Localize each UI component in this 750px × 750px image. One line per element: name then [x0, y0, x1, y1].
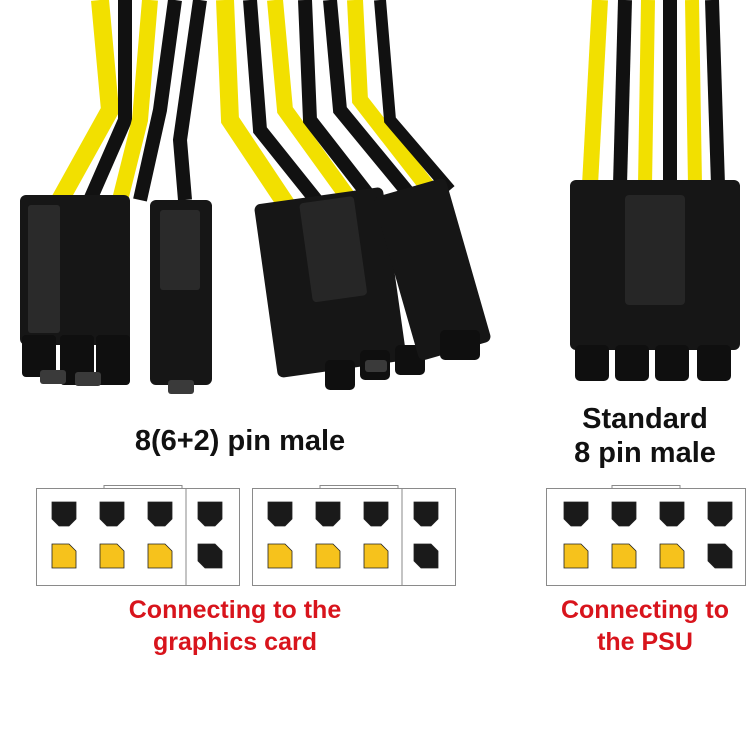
pin-black [363, 501, 389, 527]
pin-black [707, 501, 733, 527]
pin-black [413, 543, 439, 569]
wire [347, 0, 437, 195]
pin-black [611, 501, 637, 527]
pin-yellow [563, 543, 589, 569]
cable-connectors-photo [20, 0, 740, 394]
left-cable-bundle [52, 0, 455, 215]
wire [582, 0, 608, 186]
latch-tab [319, 485, 399, 489]
left-caption: Connecting to the graphics card [90, 594, 380, 658]
wire [705, 0, 725, 186]
wire [323, 0, 416, 200]
wire [638, 0, 655, 186]
middle-connector-2pin [374, 178, 491, 360]
wire [52, 0, 120, 205]
pin-black [413, 501, 439, 527]
right-title-line-1: Standard [582, 403, 708, 435]
wire [243, 0, 326, 210]
wire [267, 0, 357, 205]
wire [133, 0, 182, 202]
right-caption-line-1: Connecting to [560, 596, 730, 624]
pin-black [315, 501, 341, 527]
left-connector-2pin [150, 200, 212, 394]
pin-black [707, 543, 733, 569]
pin-black [197, 543, 223, 569]
latch-tab [611, 485, 681, 489]
pin-black [99, 501, 125, 527]
pin-yellow [147, 543, 173, 569]
pin-yellow [51, 543, 77, 569]
left-caption-line-1: Connecting to the [128, 596, 342, 624]
latch-tab [103, 485, 183, 489]
pin-yellow [267, 543, 293, 569]
wire [216, 0, 298, 215]
right-caption-line-2: the PSU [597, 628, 693, 656]
six-plus-two-pinout-diagram-2 [252, 485, 456, 586]
six-plus-two-pinout-diagram-1 [36, 485, 240, 586]
wire [298, 0, 386, 215]
left-caption-line-2: graphics card [153, 628, 317, 656]
right-caption: Connecting to the PSU [540, 594, 750, 658]
wire [685, 0, 702, 186]
pin-yellow [99, 543, 125, 569]
left-connector-title: 8(6+2) pin male [134, 425, 346, 457]
wire [613, 0, 632, 186]
pin-black [51, 501, 77, 527]
wire [112, 0, 158, 202]
pin-yellow [611, 543, 637, 569]
right-title-line-2: 8 pin male [574, 437, 716, 469]
left-connector-6pin [20, 195, 130, 386]
right-connector-title: Standard 8 pin male [545, 402, 745, 470]
right-connector-8pin [570, 180, 740, 381]
wire [374, 0, 455, 194]
wire [172, 0, 207, 201]
pin-yellow [363, 543, 389, 569]
pin-black [267, 501, 293, 527]
pin-yellow [315, 543, 341, 569]
right-cable-bundle [582, 0, 725, 186]
middle-connector-6pin [254, 187, 425, 390]
pin-black [197, 501, 223, 527]
pin-black [659, 501, 685, 527]
wire [83, 0, 132, 203]
pin-black [147, 501, 173, 527]
pin-black [563, 501, 589, 527]
pin-yellow [659, 543, 685, 569]
standard-eight-pin-pinout-diagram [546, 485, 746, 586]
